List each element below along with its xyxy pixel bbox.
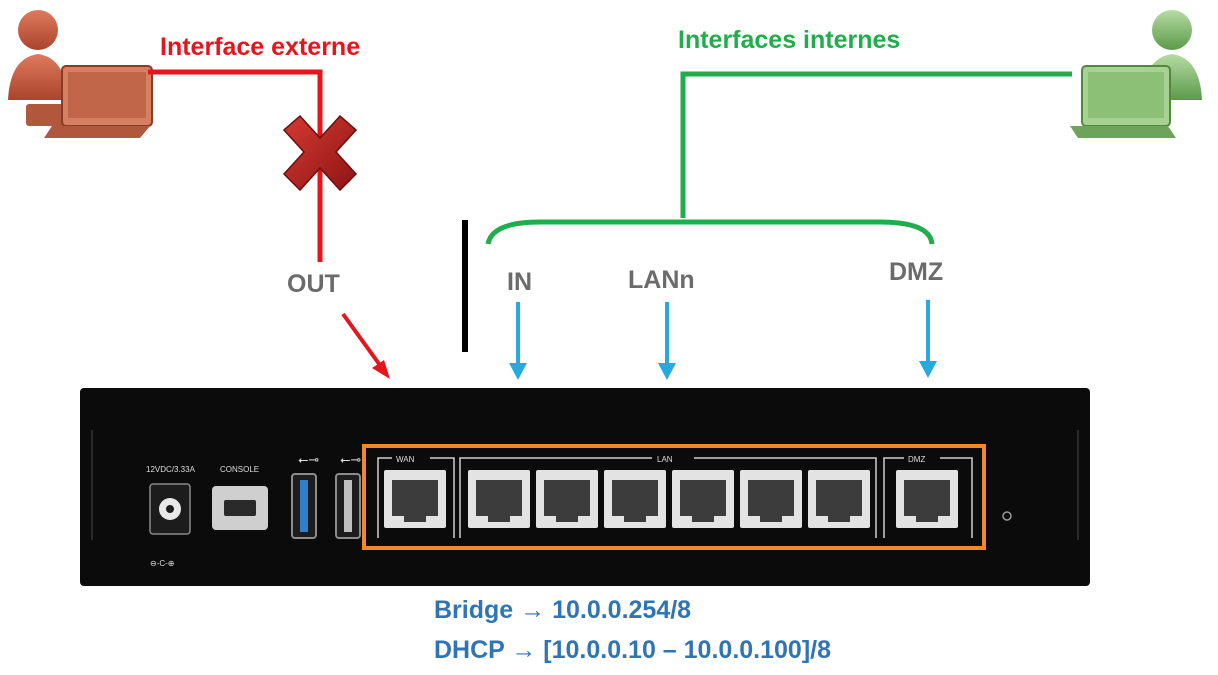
out-arrow <box>341 312 390 379</box>
dhcp-config-text: DHCP → [10.0.0.10 – 10.0.0.100]/8 <box>434 636 831 664</box>
power-label: 12VDC/3.33A <box>146 465 196 474</box>
usb-icon: ⭠⊸ <box>340 452 361 467</box>
internal-user-icon <box>1070 10 1202 138</box>
external-user-icon <box>8 10 153 138</box>
dmz-port <box>896 470 958 528</box>
lan-arrow <box>658 302 676 380</box>
console-label: CONSOLE <box>220 465 259 474</box>
lan-port-4 <box>672 470 734 528</box>
polarity-label: ⊖-C-⊕ <box>150 559 175 568</box>
bridge-config-text: Bridge → 10.0.0.254/8 <box>434 596 692 624</box>
ports-highlight-frame <box>362 444 986 550</box>
wan-group-label: WAN <box>396 455 415 464</box>
lan-port-1 <box>468 470 530 528</box>
in-arrow <box>509 302 527 380</box>
lan-port-2 <box>536 470 598 528</box>
internal-interfaces-label: Interfaces internes <box>678 26 901 54</box>
lan-group-label: LAN <box>657 455 673 464</box>
lan-port-6 <box>808 470 870 528</box>
external-interface-label: Interface externe <box>160 33 361 61</box>
dmz-label: DMZ <box>889 258 944 286</box>
dmz-group-label: DMZ <box>908 455 925 464</box>
reset-hole <box>1002 511 1012 521</box>
external-link-line <box>148 69 323 262</box>
out-label: OUT <box>287 270 340 298</box>
cross-icon <box>282 114 358 192</box>
lan-label: LANn <box>628 266 695 294</box>
internal-bracket <box>485 219 935 245</box>
in-label: IN <box>507 268 532 296</box>
lan-port-5 <box>740 470 802 528</box>
usb-icon: ⭠⊸ <box>298 452 319 467</box>
port-groups <box>377 457 973 538</box>
internal-link-line <box>680 71 1072 218</box>
router-device: 12VDC/3.33A ⊖-C-⊕ CONSOLE ⭠⊸ ⭠⊸ WAN LAN … <box>80 388 1090 586</box>
lan-port-3 <box>604 470 666 528</box>
wan-port <box>384 470 446 528</box>
dmz-arrow <box>919 300 937 378</box>
